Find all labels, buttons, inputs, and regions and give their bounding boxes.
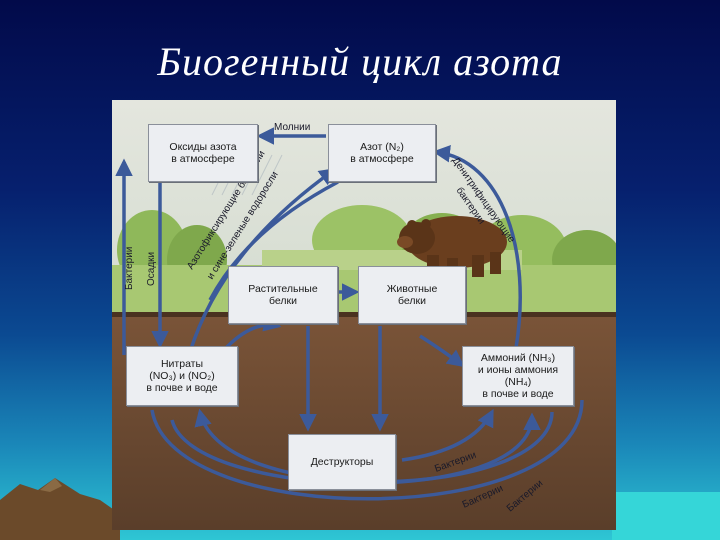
arrow-animal-ammonium bbox=[419, 334, 465, 368]
node-nitrogen-oxides-line-1: Оксиды азота bbox=[169, 141, 237, 153]
arrow-destructors-ammonium bbox=[401, 408, 494, 462]
label-precipitation: Осадки bbox=[146, 252, 157, 286]
label-lightning: Молнии bbox=[274, 122, 310, 133]
node-atmospheric-nitrogen-line-2: в атмосфере bbox=[350, 153, 414, 165]
node-ammonium-line-3: (NH₄) bbox=[504, 376, 532, 388]
mountain-decoration bbox=[0, 478, 120, 540]
node-ammonium-line-4: в почве и воде bbox=[482, 388, 554, 400]
node-nitrates-line-2: (NO₃) и (NO₂) bbox=[149, 370, 215, 382]
arrow-fixation-inner bbox=[208, 180, 339, 301]
node-plant-proteins-line-1: Растительные bbox=[248, 283, 318, 295]
node-plant-proteins: Растительные белки bbox=[228, 266, 338, 324]
slide-title: Биогенный цикл азота bbox=[157, 39, 563, 84]
node-nitrates-line-1: Нитраты bbox=[160, 358, 204, 370]
cyan-band-decoration bbox=[612, 492, 720, 540]
node-nitrogen-oxides: Оксиды азота в атмосфере bbox=[148, 124, 258, 182]
node-ammonium-line-2: и ионы аммония bbox=[477, 364, 559, 376]
nitrogen-cycle-figure: Молнии Бактерии Осадки Азотофиксирующие … bbox=[112, 100, 616, 530]
node-nitrogen-oxides-line-2: в атмосфере bbox=[171, 153, 235, 165]
node-ammonium: Аммоний (NH₃) и ионы аммония (NH₄) в поч… bbox=[462, 346, 574, 406]
arrows bbox=[115, 127, 584, 501]
arrow-ammonium-nitrates-2 bbox=[150, 399, 584, 501]
node-destructors-line-1: Деструкторы bbox=[310, 456, 374, 468]
arrow-nitrates-plant bbox=[222, 314, 282, 352]
node-plant-proteins-line-2: белки bbox=[269, 295, 297, 307]
node-animal-proteins: Животные белки bbox=[358, 266, 466, 324]
node-animal-proteins-line-2: белки bbox=[398, 295, 426, 307]
node-destructors: Деструкторы bbox=[288, 434, 396, 490]
node-atmospheric-nitrogen-line-1: Азот (N₂) bbox=[360, 141, 404, 153]
arrow-denitrification bbox=[432, 145, 522, 349]
node-nitrates-line-3: в почве и воде bbox=[146, 382, 218, 394]
node-atmospheric-nitrogen: Азот (N₂) в атмосфере bbox=[328, 124, 436, 182]
node-ammonium-line-1: Аммоний (NH₃) bbox=[480, 352, 556, 364]
node-nitrates: Нитраты (NO₃) и (NO₂) в почве и воде bbox=[126, 346, 238, 406]
label-bacteria-left: Бактерии bbox=[124, 247, 135, 290]
node-animal-proteins-line-1: Животные bbox=[386, 283, 438, 295]
